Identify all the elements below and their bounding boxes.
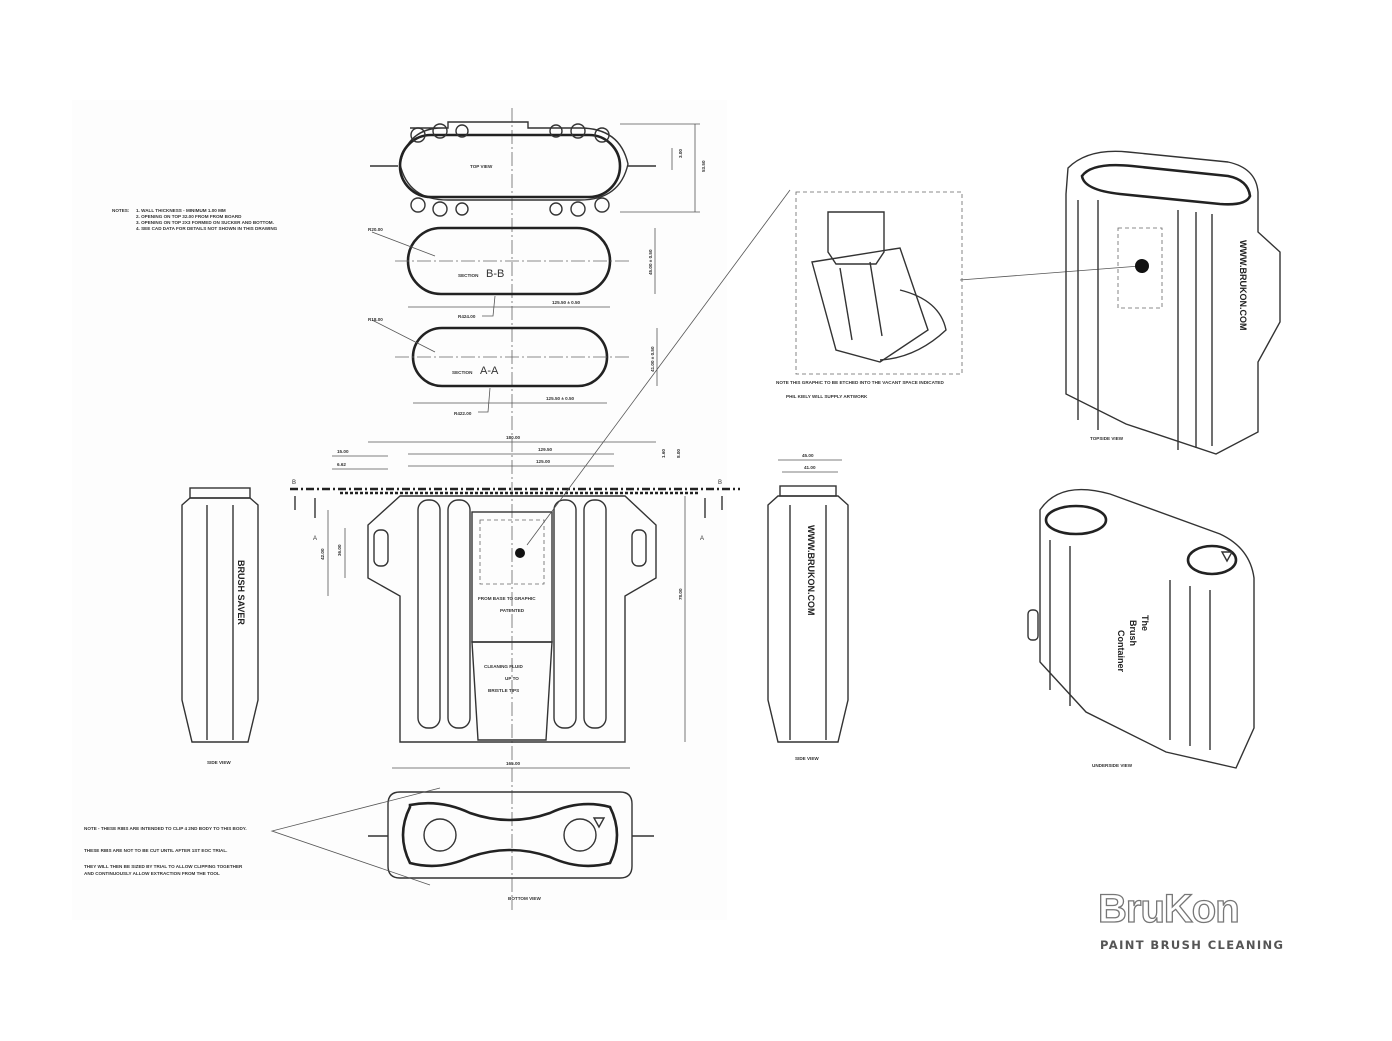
dimension: 180.00 — [506, 435, 520, 440]
note-line: NOTE THIS GRAPHIC TO BE ETCHED INTO THE … — [776, 380, 944, 385]
note-line: THESE RIBS ARE NOT TO BE CUT UNTIL AFTER… — [84, 848, 227, 853]
rib-notes: NOTE - THESE RIBS ARE INTENDED TO CLIP 4… — [84, 826, 247, 876]
side-text: BRUSH SAVER — [236, 560, 246, 625]
ribs — [417, 499, 607, 729]
section-mark: B — [718, 480, 722, 486]
graphic-text: FROM BASE TO GRAPHIC — [478, 596, 536, 601]
note-line: THEY WILL THEN BE SIZED BY TRIAL TO ALLO… — [84, 864, 243, 869]
logo-tagline: PAINT BRUSH CLEANING — [1100, 938, 1284, 952]
dimension: 45.00 ± 0.50 — [648, 249, 653, 275]
note-line: 4. SEE CAD DATA FOR DETAILS NOT SHOWN IN… — [136, 226, 278, 231]
view-label: SIDE VIEW — [795, 756, 819, 761]
graphic-marker — [515, 548, 525, 558]
logo-wordmark: BruKon — [1098, 887, 1239, 931]
dimension: 6.62 — [337, 462, 346, 467]
graphic-marker — [1135, 259, 1149, 273]
view-label: SIDE VIEW — [207, 760, 231, 765]
side-view-right: 45.00 41.00 WWW.BRUKON.COM SIDE VIEW — [767, 453, 849, 761]
section-label: SECTION — [458, 273, 479, 278]
dimension: 3.00 — [678, 149, 683, 158]
brukon-logo: BruKon PAINT BRUSH CLEANING — [1097, 886, 1284, 952]
note-line: 2. OPENING ON TOP 32.00 FROM FROM BOARD — [136, 214, 242, 219]
front-view: 180.00 129.50 125.00 15.00 6.62 1.60 8.0… — [290, 189, 791, 769]
dimension: R20.00 — [368, 227, 383, 232]
section-mark: B — [292, 480, 296, 486]
notes-heading: NOTES: — [112, 208, 130, 213]
graphic-text: PATENTED — [500, 608, 525, 613]
artwork-detail: NOTE THIS GRAPHIC TO BE ETCHED INTO THE … — [776, 191, 1141, 399]
view-label: BOTTOM VIEW — [508, 896, 542, 901]
note-line: NOTE - THESE RIBS ARE INTENDED TO CLIP 4… — [84, 826, 247, 831]
section-letter: A-A — [480, 365, 499, 377]
bottom-view: BOTTOM VIEW — [270, 787, 654, 901]
side-text: The — [1140, 615, 1150, 631]
section-label: SECTION — [452, 370, 473, 375]
dimension: 36.00 — [337, 544, 342, 556]
dimension: 41.00 — [804, 465, 816, 470]
topside-view: WWW.BRUKON.COM TOPSIDE VIEW — [1065, 150, 1281, 455]
note-line: AND CONTINUOUSLY ALLOW EXTRACTION FROM T… — [84, 871, 220, 876]
dimension: R18.00 — [368, 317, 383, 322]
note-line: 3. OPENING ON TOP 2X3 FORMED ON SUCKER A… — [136, 220, 274, 225]
section-mark: A — [313, 536, 317, 542]
dimension: 45.00 — [802, 453, 814, 458]
dimension: R422.00 — [454, 411, 472, 416]
underside-view: Container Brush The UNDERSIDE VIEW — [1027, 488, 1255, 769]
dimension: 125.00 — [536, 459, 550, 464]
dimension: 78.00 — [678, 588, 683, 600]
drawing-frame — [72, 100, 727, 920]
dimension: 125.50 ± 0.50 — [552, 300, 581, 305]
side-view-left: BRUSH SAVER SIDE VIEW — [181, 487, 259, 765]
dimension: 165.00 — [506, 761, 520, 766]
dimension: R424.00 — [458, 314, 476, 319]
dimension: 8.00 — [676, 449, 681, 458]
side-text: WWW.BRUKON.COM — [1238, 240, 1248, 330]
section-mark: A — [700, 536, 704, 542]
side-text: Brush — [1128, 620, 1138, 646]
dimension: 15.00 — [337, 449, 349, 454]
dimension: 41.00 ± 0.50 — [650, 346, 655, 372]
view-label: UNDERSIDE VIEW — [1092, 763, 1133, 768]
note-line: PHIL KIELY WILL SUPPLY ARTWORK — [786, 394, 868, 399]
fluid-text: CLEANING FLUID — [484, 664, 523, 669]
fluid-text: UP TO — [505, 676, 519, 681]
dimension: 125.50 ± 0.50 — [546, 396, 575, 401]
section-letter: B-B — [486, 268, 504, 280]
dimension: 129.50 — [538, 447, 552, 452]
dimension: 53.50 — [701, 160, 706, 172]
side-text: Container — [1116, 630, 1126, 673]
top-view: TOP VIEW 3.00 53.50 — [370, 121, 706, 217]
note-line: 1. WALL THICKNESS - MINIMUM 1.00 MM — [136, 208, 226, 213]
view-label: TOP VIEW — [470, 164, 493, 169]
section-b-b: R20.00 SECTION B-B 125.50 ± 0.50 45.00 ±… — [368, 226, 656, 319]
side-text: WWW.BRUKON.COM — [806, 525, 816, 615]
fluid-text: BRISTLE TIPS — [488, 688, 519, 693]
dimension: 1.60 — [661, 449, 666, 458]
dimension: 42.00 — [320, 548, 325, 560]
view-label: TOPSIDE VIEW — [1090, 436, 1124, 441]
general-notes: NOTES: 1. WALL THICKNESS - MINIMUM 1.00 … — [112, 208, 278, 231]
section-a-a: R18.00 SECTION A-A 125.50 ± 0.50 41.00 ±… — [368, 317, 658, 416]
